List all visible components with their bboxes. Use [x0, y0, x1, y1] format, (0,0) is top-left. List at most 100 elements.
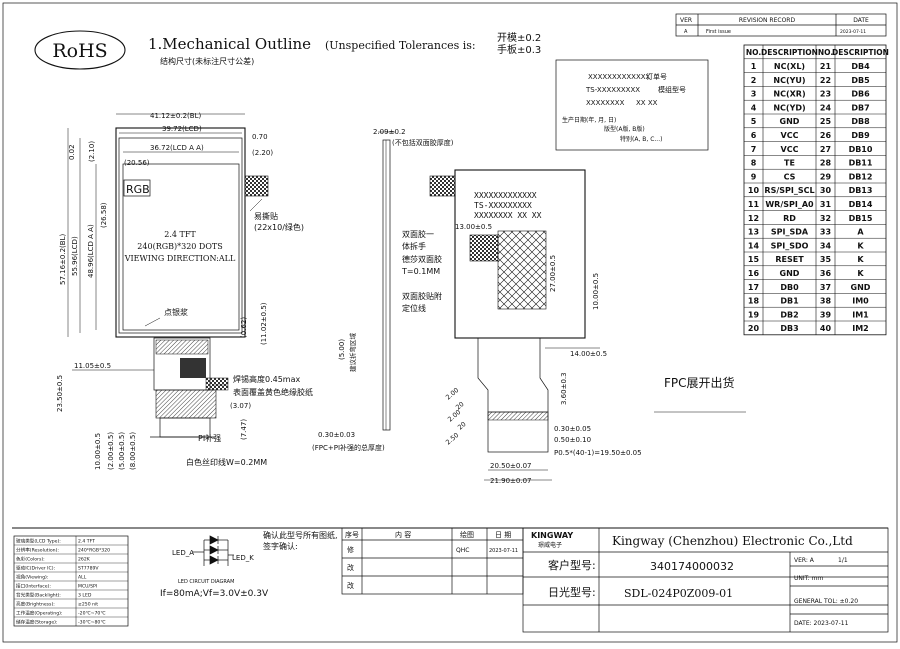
dim-1300: 13.00±0.5 — [455, 223, 492, 231]
dim-2350: 23.50±0.5 — [56, 375, 64, 412]
tape-handle-2: 体拆手 — [402, 241, 426, 251]
legend-version: 版型(A版, B版) — [604, 125, 645, 133]
tb-date: DATE: 2023-07-11 — [794, 620, 849, 627]
pin-table-cell: DB11 — [849, 159, 873, 168]
rev-header-date: DATE — [853, 17, 869, 24]
pin-table-cell: 8 — [751, 159, 757, 168]
side-view: 2.09±0.2 (不包括双面胶厚度) (5.00) 建议折弯区域 0.30±0… — [312, 128, 454, 452]
dim-2190: 21.90±0.07 — [490, 477, 532, 485]
pin-table-cell: 1 — [751, 62, 757, 71]
legend-order: 订单号 — [646, 72, 667, 81]
panel-line1: 2.4 TFT — [164, 230, 196, 239]
pin-table-cell: 22 — [820, 76, 831, 85]
pin-table-header: NO. — [818, 48, 833, 57]
panel-line3: VIEWING DIRECTION:ALL — [124, 254, 236, 263]
spec-label: 分辨率(Resolution): — [16, 547, 59, 554]
customer-model-label: 客户型号: — [548, 558, 596, 572]
dim-1105: 11.05±0.5 — [74, 362, 111, 370]
pin-table-cell: 17 — [748, 283, 759, 292]
spec-value: 240*RGB*320 — [78, 548, 110, 554]
pin-table-cell: 27 — [820, 145, 831, 154]
pin-table-cell: 30 — [820, 186, 832, 195]
dim-1000: 10.00±0.5 — [94, 433, 102, 470]
legend-code3b: XX XX — [636, 99, 658, 107]
dim-height-aa: 48.96(LCD A A) — [87, 224, 95, 278]
pin-table-cell: RESET — [775, 255, 804, 264]
pin-table-cell: 2 — [751, 76, 757, 85]
pin-table-cell: 38 — [820, 297, 832, 306]
circuit-title: LED CIRCUIT DIAGRAM — [178, 579, 234, 585]
legend-code1: XXXXXXXXXXXXX — [588, 73, 651, 81]
dim-8: (8.00±0.5) — [129, 432, 137, 470]
thickness-note: (不包括双面胶厚度) — [392, 138, 454, 147]
dim-width-bl: 41.12±0.2(BL) — [150, 112, 201, 120]
tolerance-note: 结构尺寸(未标注尺寸公差) — [160, 56, 254, 66]
pin-table-cell: GND — [851, 283, 871, 292]
tolerance-mold: 开模±0.2 — [497, 32, 541, 44]
dim-pitch: P0.5*(40-1)=19.50±0.05 — [554, 449, 642, 457]
pin-table-cell: 29 — [820, 172, 832, 181]
dim-2658: (26.58) — [100, 202, 108, 228]
pin-table-cell: 9 — [751, 172, 757, 181]
pin-table-cell: NC(YD) — [773, 103, 805, 112]
tear-label: 易撕贴 — [254, 211, 278, 221]
pin-table-cell: 23 — [820, 90, 831, 99]
dim-thickness: 2.09±0.2 — [373, 128, 406, 136]
pin-table-cell: 31 — [820, 200, 832, 209]
dim-ang-0: 2.00 — [444, 386, 460, 401]
tear-size: (22x10/绿色) — [254, 222, 304, 232]
pin-table-cell: DB10 — [849, 145, 873, 154]
pin-table-cell: 33 — [820, 228, 831, 237]
pin-table-cell: TE — [784, 159, 795, 168]
dim-747: (7.47) — [240, 419, 248, 440]
pin-table-cell: DB2 — [780, 310, 798, 319]
panel-code2: TS-XXXXXXXXX — [474, 201, 532, 210]
dim-1102: (11.02±0.5) — [260, 302, 268, 345]
pin-table-cell: GND — [780, 117, 800, 126]
brand-logo-text: KINGWAY — [531, 531, 573, 540]
pin-table-cell: 19 — [748, 310, 760, 319]
company-name: Kingway (Chenzhou) Electronic Co.,Ltd — [612, 534, 853, 548]
rev-date: 2023-07-11 — [840, 29, 866, 35]
legend-code3: XXXXXXXX — [586, 99, 625, 107]
dim-ang-4: 2.50 — [444, 431, 460, 446]
panel-code3: XXXXXXXX XX XX — [474, 211, 542, 220]
pin-table-cell: 12 — [748, 214, 759, 223]
dim-050: 0.50±0.10 — [554, 436, 591, 444]
spec-label: 储存温度(Storage): — [16, 619, 58, 626]
tesa-tape-2: T=0.1MM — [401, 267, 440, 276]
pin-table-cell: 14 — [748, 241, 760, 250]
dim-ang-3: 20 — [456, 420, 467, 431]
spec-value: MCU/SPI — [78, 584, 97, 590]
tape-position-2: 定位线 — [402, 303, 426, 313]
spec-label: 驱动IC(Driver IC): — [16, 565, 55, 572]
spec-label: 工作温度(Operating): — [16, 610, 63, 617]
pin-table-cell: 37 — [820, 283, 831, 292]
tape-handle-1: 双面胶一 — [402, 229, 434, 239]
drawing-title-sub: (Unspecified Tolerances is: — [325, 39, 476, 52]
fpc-shipping-note: FPC展开出货 — [664, 375, 735, 390]
pin-table-cell: 20 — [748, 324, 760, 333]
spec-label: 玻璃类型(LCD Type): — [16, 538, 61, 545]
back-view: XXXXXXXXXXXXX 订单号 TS-XXXXXXXXX 模组型号 XXXX… — [401, 59, 746, 485]
revision-record: VER REVISION RECORD DATE A First issue 2… — [675, 13, 887, 37]
pin-table-cell: 36 — [820, 269, 832, 278]
pin-table-cell: DB6 — [851, 90, 870, 99]
pin-table-cell: DB7 — [851, 103, 869, 112]
pin-table-cell: 40 — [820, 324, 832, 333]
solder-note: 焊锡高度0.45max — [233, 374, 301, 384]
legend-special: 特别(A, B, C...) — [620, 135, 662, 143]
pin-table-cell: 5 — [751, 117, 757, 126]
pin-table-cell: CS — [784, 172, 796, 181]
pin-table-cell: 13 — [748, 228, 759, 237]
double-sided-tape — [497, 230, 547, 310]
pin-table-cell: RD — [783, 214, 796, 223]
pin-table-cell: IM1 — [852, 310, 869, 319]
brand-cn: 璟威电子 — [538, 541, 562, 549]
pin-table-cell: DB14 — [849, 200, 873, 209]
pin-table-header: DESCRIPTION — [761, 48, 818, 57]
spec-table: 玻璃类型(LCD Type):2.4 TFT分辨率(Resolution):24… — [13, 535, 129, 627]
rev-row-1: 修 — [347, 545, 354, 554]
